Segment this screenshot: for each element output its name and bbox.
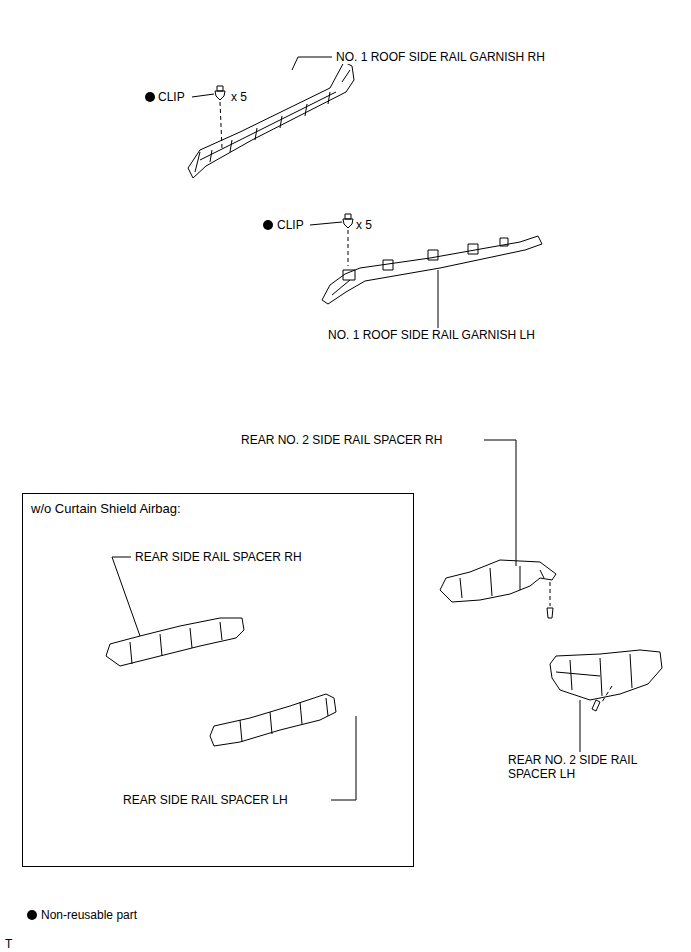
- rear-no2-side-rail-spacer-lh: [550, 650, 662, 700]
- condition-title: w/o Curtain Shield Airbag:: [31, 501, 181, 517]
- clip-symbol: [215, 86, 225, 100]
- figure-code: T: [4, 937, 13, 951]
- clip-symbol: [343, 214, 353, 228]
- quantity-label: x 5: [230, 90, 248, 104]
- part-label: REAR NO. 2 SIDE RAIL SPACER RH: [240, 433, 443, 447]
- part-label: REAR SIDE RAIL SPACER LH: [122, 793, 289, 807]
- part-label: NO. 1 ROOF SIDE RAIL GARNISH LH: [327, 328, 536, 342]
- part-label: REAR SIDE RAIL SPACER RH: [134, 550, 303, 564]
- quantity-label: x 5: [355, 218, 373, 232]
- roof-side-rail-garnish-rh: [188, 62, 354, 178]
- part-label: CLIP: [276, 218, 305, 232]
- legend-text: Non-reusable part: [40, 908, 138, 922]
- rear-side-rail-spacer-lh: [210, 694, 336, 746]
- part-label: CLIP: [157, 90, 186, 104]
- rear-no2-side-rail-spacer-rh: [440, 560, 556, 602]
- rear-side-rail-spacer-rh: [106, 618, 244, 666]
- part-label: REAR NO. 2 SIDE RAIL SPACER LH: [507, 753, 659, 781]
- roof-side-rail-garnish-lh: [322, 236, 542, 304]
- part-label: NO. 1 ROOF SIDE RAIL GARNISH RH: [335, 50, 546, 64]
